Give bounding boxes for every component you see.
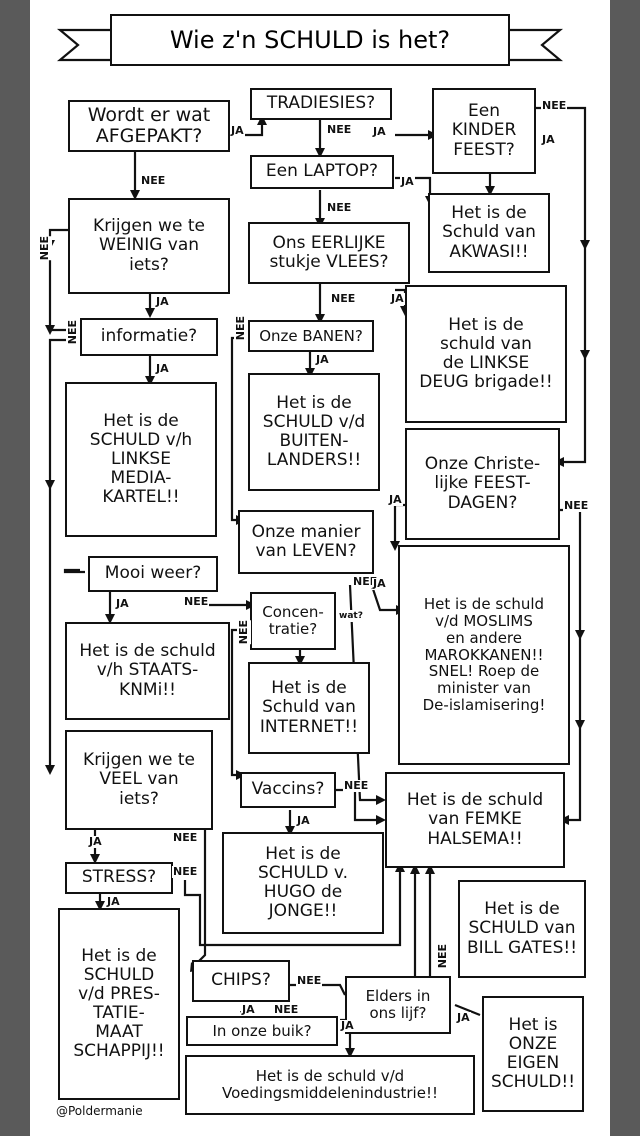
- label-het-wat: wat?: [338, 610, 364, 622]
- label-ja: JA: [388, 493, 403, 506]
- label-ja: JA: [296, 814, 311, 827]
- right-border: [610, 0, 640, 1136]
- node-schuld-akwasi: Het is de Schuld van AKWASI!!: [428, 193, 550, 273]
- label-nee: NEE: [172, 831, 199, 844]
- node-schuld-staats-knmi: Het is de schuld v/h STAATS- KNMi!!: [65, 622, 230, 720]
- label-nee: NEE: [172, 865, 199, 878]
- credit-text: @Poldermanie: [56, 1104, 143, 1118]
- label-nee: NEE: [326, 201, 353, 214]
- node-mooi-weer: Mooi weer?: [88, 556, 218, 592]
- node-schuld-hugo-de-jonge: Het is de SCHULD v. HUGO de JONGE!!: [222, 832, 384, 934]
- label-ja: JA: [115, 597, 130, 610]
- node-in-onze-buik: In onze buik?: [186, 1016, 338, 1046]
- label-nee: NEE: [326, 123, 353, 136]
- label-nee: NEE: [436, 944, 450, 969]
- node-onze-banen: Onze BANEN?: [248, 320, 374, 352]
- label-nee: NEE: [343, 779, 370, 792]
- label-ja: JA: [390, 292, 405, 305]
- node-schuld-onze-eigen: Het is ONZE EIGEN SCHULD!!: [482, 996, 584, 1112]
- label-nee: NEE: [237, 620, 251, 645]
- label-ja: JA: [315, 353, 330, 366]
- node-schuld-voedingsmiddelenindustrie: Het is de schuld v/d Voedingsmiddelenind…: [185, 1055, 475, 1115]
- node-onze-manier-van-leven: Onze manier van LEVEN?: [238, 510, 374, 574]
- node-schuld-internet: Het is de Schuld van INTERNET!!: [248, 662, 370, 754]
- label-nee: NEE: [330, 292, 357, 305]
- label-nee: NEE: [273, 1003, 300, 1016]
- node-schuld-linkse-deugbrigade: Het is de schuld van de LINKSE DEUG brig…: [405, 285, 567, 423]
- node-stress: STRESS?: [65, 862, 173, 894]
- node-vaccins: Vaccins?: [240, 772, 336, 808]
- node-schuld-prestatiemaatschappij: Het is de SCHULD v/d PRES- TATIE- MAAT S…: [58, 908, 180, 1100]
- label-ja: JA: [155, 295, 170, 308]
- node-schuld-moslims: Het is de schuld v/d MOSLIMS en andere M…: [398, 545, 570, 765]
- label-nee: NEE: [66, 320, 80, 345]
- label-ja: JA: [106, 895, 121, 908]
- label-ja: JA: [372, 577, 387, 590]
- node-chips: CHIPS?: [192, 960, 290, 1002]
- node-tradiesies: TRADIESIES?: [250, 88, 392, 120]
- label-ja: JA: [372, 125, 387, 138]
- node-schuld-bill-gates: Het is de SCHULD van BILL GATES!!: [458, 880, 586, 978]
- label-ja: JA: [230, 124, 245, 137]
- title-banner: Wie z'n SCHULD is het?: [110, 14, 510, 66]
- node-kinderfeest: Een KINDER FEEST?: [432, 88, 536, 174]
- node-schuld-femke-halsema: Het is de schuld van FEMKE HALSEMA!!: [385, 772, 565, 868]
- label-nee: NEE: [296, 974, 323, 987]
- label-nee: NEE: [140, 174, 167, 187]
- node-schuld-buitenlanders: Het is de SCHULD v/d BUITEN- LANDERS!!: [248, 373, 380, 491]
- label-ja: JA: [340, 1019, 355, 1032]
- node-christelijke-feestdagen: Onze Christe- lijke FEEST- DAGEN?: [405, 428, 560, 540]
- node-informatie: informatie?: [80, 318, 218, 356]
- label-nee: NEE: [352, 575, 379, 588]
- node-laptop: Een LAPTOP?: [250, 155, 394, 189]
- label-ja: JA: [241, 1003, 256, 1016]
- page-title: Wie z'n SCHULD is het?: [169, 26, 451, 54]
- node-krijgen-te-veel: Krijgen we te VEEL van iets?: [65, 730, 213, 830]
- label-ja: JA: [400, 175, 415, 188]
- node-eerlijke-stukje-vlees: Ons EERLIJKE stukje VLEES?: [248, 222, 410, 284]
- node-wordt-er-wat-afgepakt: Wordt er wat AFGEPAKT?: [68, 100, 230, 152]
- label-nee: NEE: [541, 99, 568, 112]
- node-elders-in-ons-lijf: Elders in ons lijf?: [345, 976, 451, 1034]
- label-ja: JA: [88, 835, 103, 848]
- label-ja: JA: [155, 362, 170, 375]
- label-nee: NEE: [234, 316, 248, 341]
- node-krijgen-te-weinig: Krijgen we te WEINIG van iets?: [68, 198, 230, 294]
- node-schuld-linkse-mediakartel: Het is de SCHULD v/h LINKSE MEDIA- KARTE…: [65, 382, 217, 537]
- label-ja: JA: [541, 133, 556, 146]
- label-nee: NEE: [563, 499, 590, 512]
- left-border: [0, 0, 30, 1136]
- label-nee: NEE: [183, 595, 210, 608]
- label-nee: NEE: [38, 236, 52, 261]
- node-concentratie: Concen- tratie?: [250, 592, 336, 650]
- label-ja: JA: [456, 1011, 471, 1024]
